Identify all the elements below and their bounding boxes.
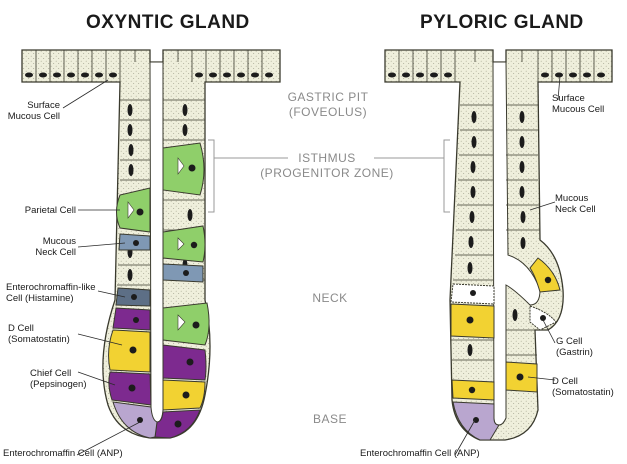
isthmus-label: ISTHMUS (PROGENITOR ZONE) bbox=[252, 151, 402, 181]
parietal-cell bbox=[163, 303, 209, 345]
label-line: Mucous bbox=[2, 236, 76, 247]
label-line: Mucous Cell bbox=[552, 104, 624, 115]
label-line: D Cell bbox=[8, 323, 84, 334]
label-line: Enterochromaffin-like bbox=[6, 282, 106, 293]
label-line: Surface bbox=[2, 100, 60, 111]
label-line: Surface bbox=[552, 93, 624, 104]
pyloric-surface-mucous-label: Surface Mucous Cell bbox=[552, 93, 624, 115]
d-cell bbox=[109, 330, 150, 372]
label-line: Parietal Cell bbox=[2, 205, 76, 216]
label-line: Mucous bbox=[555, 193, 623, 204]
label-line: (Gastrin) bbox=[556, 347, 622, 358]
label-line: Mucous Cell bbox=[2, 111, 60, 122]
label-line: (Somatostatin) bbox=[552, 387, 624, 398]
parietal-cell-label: Parietal Cell bbox=[2, 205, 76, 216]
parietal-cell bbox=[163, 143, 204, 195]
gastric-pit-label: GASTRIC PIT (FOVEOLUS) bbox=[268, 90, 388, 120]
label-line: G Cell bbox=[556, 336, 622, 347]
label-line: Enterochromaffin Cell (ANP) bbox=[360, 448, 510, 459]
ecl-cell-label: Enterochromaffin-like Cell (Histamine) bbox=[6, 282, 106, 304]
oxyntic-gland-title: OXYNTIC GLAND bbox=[86, 12, 250, 34]
label-line: Neck Cell bbox=[555, 204, 623, 215]
label-line: Enterochromaffin Cell (ANP) bbox=[3, 448, 153, 459]
label-line: (Somatostatin) bbox=[8, 334, 84, 345]
chief-cell-label: Chief Cell (Pepsinogen) bbox=[30, 368, 100, 390]
g-cell-label: G Cell (Gastrin) bbox=[556, 336, 622, 358]
label-line: Cell (Histamine) bbox=[6, 293, 106, 304]
oxyntic-lumen bbox=[150, 62, 163, 422]
mucous-neck-cell-label: Mucous Neck Cell bbox=[2, 236, 76, 258]
neck-label: NECK bbox=[290, 291, 370, 306]
gastric-pit-line-1: GASTRIC PIT bbox=[268, 90, 388, 105]
oxyntic-surface-mucous-label: Surface Mucous Cell bbox=[2, 100, 60, 122]
label-line: D Cell bbox=[552, 376, 624, 387]
label-line: Neck Cell bbox=[2, 247, 76, 258]
pyloric-gland-title: PYLORIC GLAND bbox=[420, 12, 584, 34]
pyloric-mucous-neck-label: Mucous Neck Cell bbox=[555, 193, 623, 215]
isthmus-line-2: (PROGENITOR ZONE) bbox=[252, 166, 402, 181]
chief-cell bbox=[113, 308, 150, 330]
pyloric-d-cell-label: D Cell (Somatostatin) bbox=[552, 376, 624, 398]
label-line: (Pepsinogen) bbox=[30, 379, 100, 390]
isthmus-line-1: ISTHMUS bbox=[252, 151, 402, 166]
chief-cell bbox=[163, 345, 206, 380]
label-line: Chief Cell bbox=[30, 368, 100, 379]
gastric-pit-line-2: (FOVEOLUS) bbox=[268, 105, 388, 120]
pyloric-ec-label: Enterochromaffin Cell (ANP) bbox=[360, 448, 510, 459]
oxyntic-ec-label: Enterochromaffin Cell (ANP) bbox=[3, 448, 153, 459]
base-label: BASE bbox=[290, 412, 370, 427]
oxyntic-d-cell-label: D Cell (Somatostatin) bbox=[8, 323, 84, 345]
